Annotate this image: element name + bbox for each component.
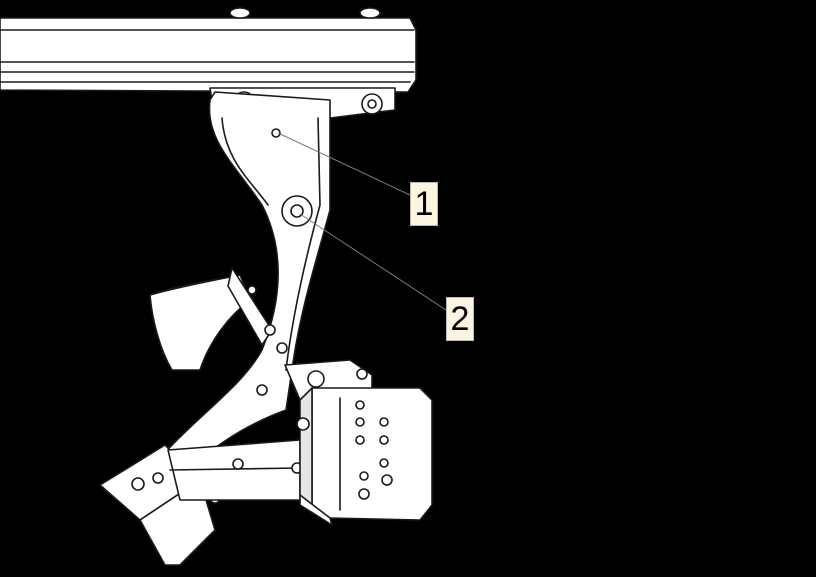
leader-line-1 [277,132,411,196]
beam-top-bolts [229,7,381,19]
frame-beam [0,17,417,93]
callout-label-1: 1 [410,182,438,226]
callout-label-2: 2 [446,297,474,341]
leader-line-2 [299,213,447,311]
curved-shank [149,91,331,486]
adjustment-plate [296,387,433,526]
upper-shield [149,267,288,396]
